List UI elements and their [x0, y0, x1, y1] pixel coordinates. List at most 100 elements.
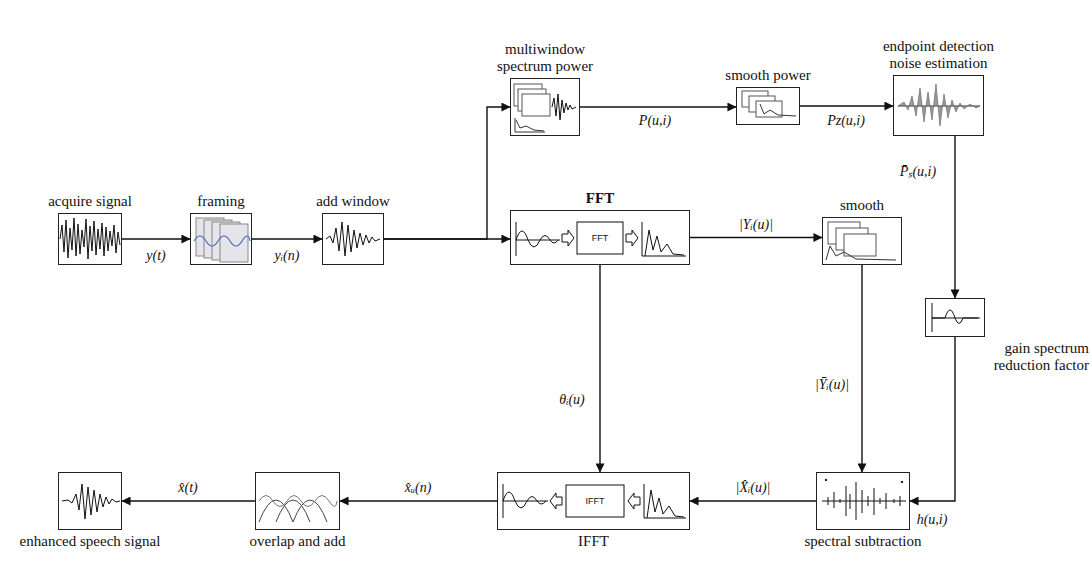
connector-arrow: [384, 107, 510, 239]
signal-label: P(u,i): [637, 113, 673, 128]
multiwindow-icon: [514, 84, 576, 132]
box-label: add window: [316, 193, 390, 210]
frame: [844, 234, 876, 256]
box-label: acquire signal: [48, 193, 132, 210]
connector-arrow: [861, 265, 862, 472]
signal-label: yᵢ(n): [273, 248, 302, 263]
box-label: smooth power: [725, 67, 810, 84]
signal-label: y(t): [144, 248, 167, 263]
fft-icon: [516, 222, 686, 256]
framing-icon: [194, 218, 250, 262]
box-label: enhanced speech signal: [20, 533, 161, 550]
dot: [901, 481, 903, 483]
spectrum: [647, 490, 684, 518]
window-arc: [259, 500, 293, 522]
enhanced-waveform: [62, 484, 120, 519]
axes: [642, 222, 686, 256]
axes: [503, 484, 548, 518]
spectrum: [515, 118, 545, 132]
box-label: endpoint detection noise estimation: [868, 38, 1010, 73]
waveform: [194, 236, 250, 246]
connector-arrow: [910, 337, 955, 501]
smooth-icon: [826, 222, 896, 260]
gain-icon: [932, 303, 980, 332]
frame: [220, 224, 248, 262]
baseline: [898, 106, 980, 107]
windowed-waveform: [326, 222, 380, 256]
inner-box: [566, 485, 624, 517]
hollow-arrow: [562, 230, 574, 246]
signal-label: h(u,i): [915, 512, 950, 527]
box-label: gain spectrum reduction factor: [961, 340, 1089, 375]
endpoint-icon: [898, 84, 980, 126]
process-box: acquire signal: [58, 213, 122, 265]
icon-label: IFFT: [586, 496, 605, 506]
box-label: smooth: [840, 197, 884, 214]
connector-arrow: [800, 105, 893, 106]
hollow-arrow: [550, 493, 562, 509]
hollow-arrow: [628, 493, 640, 509]
window-arc: [276, 500, 310, 522]
waveform: [259, 496, 337, 507]
process-box: framing: [190, 213, 252, 265]
connector-arrow: [122, 238, 190, 239]
box-label: spectral subtraction: [804, 533, 921, 550]
dot: [825, 479, 827, 481]
signal-label: |Yᵢ(u)|: [737, 217, 775, 232]
signal-label: P̄ₛ(u,i): [898, 164, 938, 179]
signal-label: x̂(t): [176, 480, 199, 495]
box-label: IFFT: [578, 533, 609, 550]
process-box: spectral subtraction: [816, 472, 910, 530]
connector-arrow: [599, 265, 600, 472]
connector-arrow: [690, 500, 816, 501]
window-arc: [293, 500, 327, 522]
connector-arrow: [252, 238, 322, 239]
axes: [516, 222, 560, 256]
waveform: [516, 231, 558, 247]
signal-label: θᵢ(u): [557, 392, 586, 407]
acquire-waveform: [60, 218, 120, 259]
ifft-icon: [503, 484, 686, 518]
process-box: add window: [322, 213, 384, 265]
connector-arrow: [340, 500, 497, 501]
icon-label: FFT: [592, 233, 609, 243]
signal-label: |Ȳᵢ(u)|: [813, 377, 851, 392]
spectrum: [760, 104, 796, 116]
frame: [522, 94, 550, 116]
smooth-power-icon: [742, 91, 796, 117]
waveform: [898, 84, 980, 126]
process-box: multiwindow spectrum power: [510, 78, 580, 136]
process-box: smooth: [822, 217, 902, 265]
axes: [644, 484, 686, 518]
spikes: [822, 482, 906, 520]
process-box: endpoint detection noise estimation: [893, 75, 984, 136]
process-box: enhanced speech signal: [58, 472, 122, 530]
overlap-icon: [259, 496, 337, 523]
waveform: [552, 94, 576, 120]
process-box: overlap and add: [255, 472, 340, 530]
box-label: overlap and add: [250, 533, 346, 550]
box-label: multiwindow spectrum power: [483, 41, 607, 76]
spectral-subtraction-icon: [822, 479, 906, 520]
connector-arrow: [122, 500, 255, 501]
waveform: [60, 218, 120, 259]
process-box: smooth power: [736, 87, 800, 125]
waveform: [503, 492, 546, 508]
box-label: FFT: [586, 190, 614, 207]
axes: [932, 303, 980, 332]
spectrum: [826, 246, 896, 260]
connector-arrow: [690, 237, 822, 238]
spectrum: [645, 230, 684, 256]
signal-label: |X̂ᵢ(u)|: [734, 480, 773, 495]
signal-label: x̂ᵤ(n): [403, 480, 434, 495]
connector-arrow: [580, 106, 736, 107]
pulse: [932, 310, 978, 324]
box-label: framing: [197, 193, 244, 210]
signal-label: Pz(u,i): [825, 113, 867, 128]
inner-box: [577, 222, 623, 254]
hollow-arrow: [626, 230, 638, 246]
connector-arrow: [954, 136, 955, 298]
